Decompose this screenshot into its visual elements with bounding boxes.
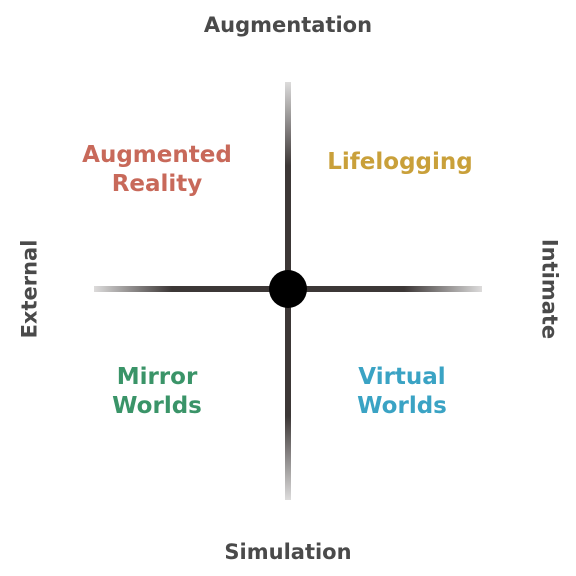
axis-label-external: External [17, 239, 42, 339]
quadrant-lifelogging: Lifelogging [327, 149, 473, 175]
quadrant-mirror-worlds: Mirror Worlds [112, 364, 202, 419]
origin-dot [269, 270, 307, 308]
axis-label-augmentation: Augmentation [203, 13, 373, 37]
axis-label-intimate: Intimate [537, 238, 562, 340]
axis-label-simulation: Simulation [224, 540, 352, 564]
quadrant-virtual-worlds: Virtual Worlds [357, 364, 447, 419]
quadrant-augmented-reality: Augmented Reality [82, 142, 232, 197]
